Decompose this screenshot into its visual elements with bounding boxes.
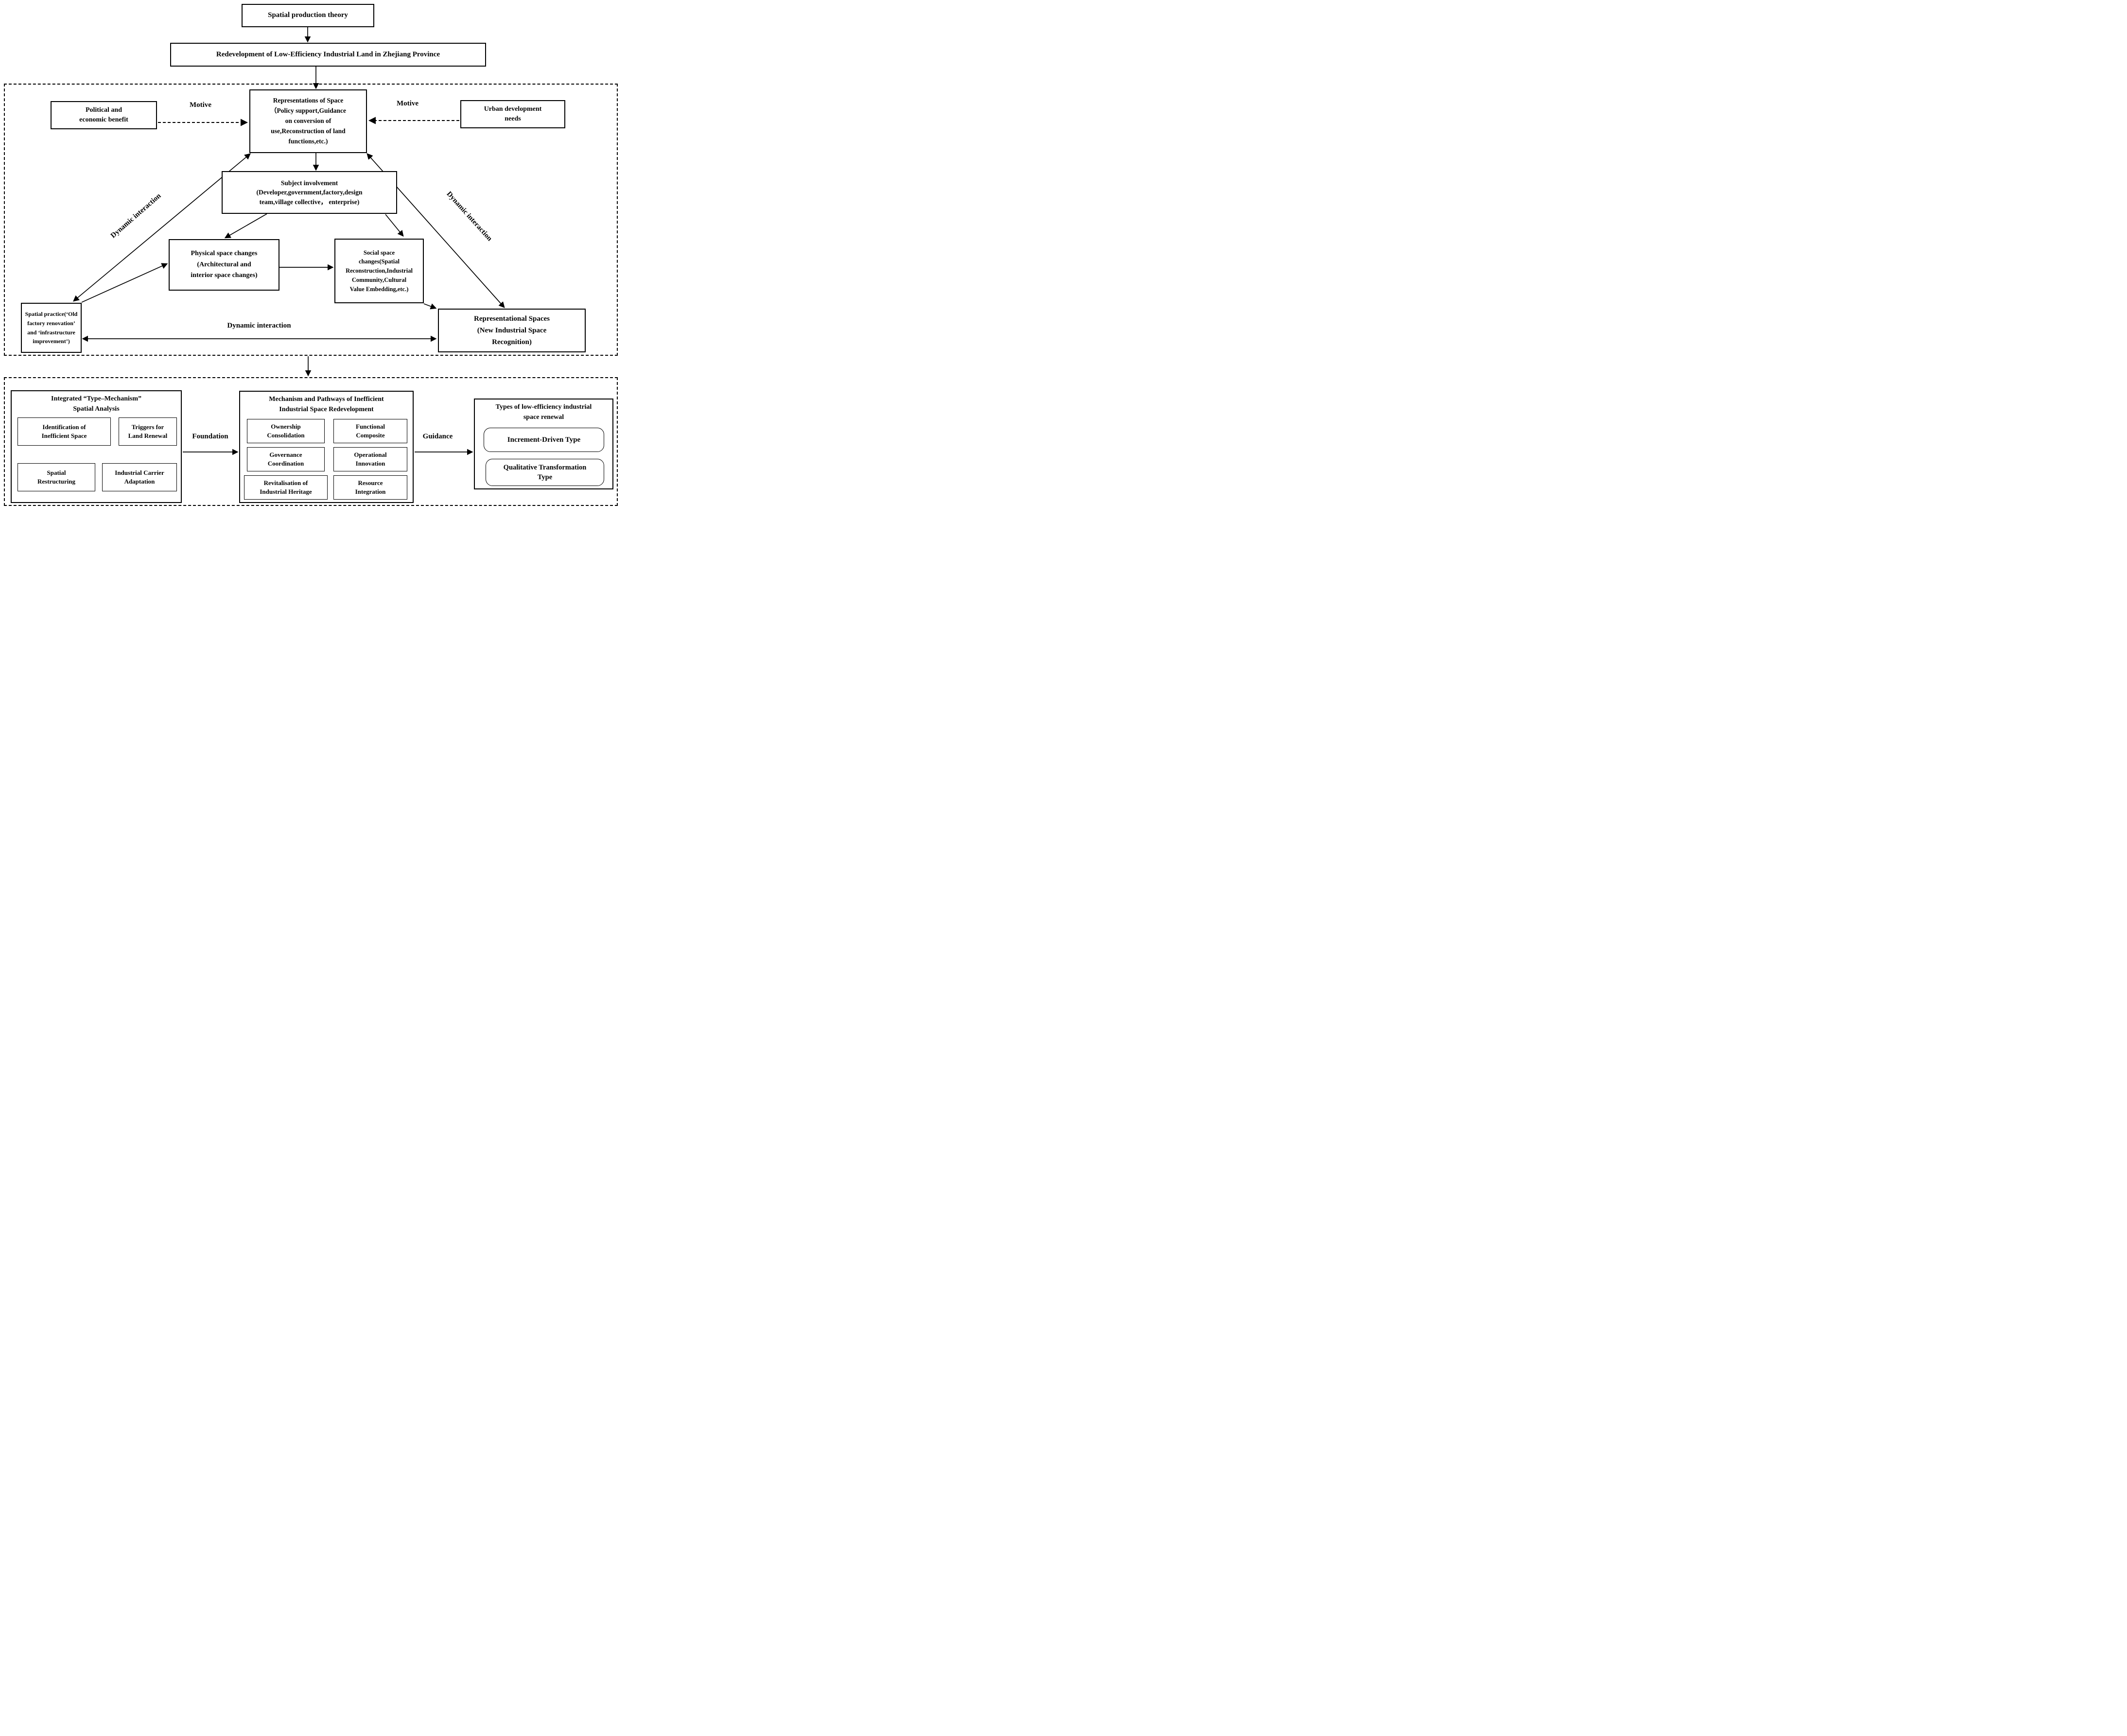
arrow-subject-to-physical bbox=[224, 213, 267, 239]
node-triggers-land-renewal: Triggers for Land Renewal bbox=[119, 417, 177, 446]
node-spatial-restructuring: Spatial Restructuring bbox=[17, 463, 95, 491]
container-analysis bbox=[4, 377, 618, 506]
node-increment-driven-type: Increment-Driven Type bbox=[484, 428, 604, 452]
node-political-economic-benefit: Political and economic benefit bbox=[51, 101, 157, 129]
node-redevelopment: Redevelopment of Low-Efficiency Industri… bbox=[170, 43, 486, 67]
node-governance-coordination: Governance Coordination bbox=[247, 447, 325, 471]
node-resource-integration: Resource Integration bbox=[333, 475, 407, 500]
node-representational-spaces: Representational Spaces (New Industrial … bbox=[438, 309, 586, 352]
node-spatial-production-theory: Spatial production theory bbox=[242, 4, 374, 27]
arrow-practice-to-physical bbox=[81, 263, 168, 303]
label-guidance: Guidance bbox=[422, 433, 453, 440]
node-revitalisation-industrial-heritage: Revitalisation of Industrial Heritage bbox=[244, 475, 328, 500]
container-production-of-space bbox=[4, 84, 618, 356]
node-spatial-practice: Spatial practice(‘Old factory renovation… bbox=[21, 303, 82, 353]
arrow-dynamic-interaction-left bbox=[73, 153, 251, 302]
node-functional-composite: Functional Composite bbox=[333, 419, 407, 443]
arrow-social-to-representational bbox=[423, 303, 437, 310]
node-subject-involvement: Subject involvement (Developer,governmen… bbox=[222, 171, 397, 214]
mechanism-pathways-title: Mechanism and Pathways of Inefficient In… bbox=[269, 396, 384, 413]
node-mechanism-pathways: Mechanism and Pathways of Inefficient In… bbox=[239, 391, 414, 503]
node-qualitative-transformation-type: Qualitative Transformation Type bbox=[486, 459, 604, 486]
renewal-types-title: Types of low-efficiency industrial space… bbox=[495, 403, 592, 421]
label-dynamic-interaction-center: Dynamic interaction bbox=[227, 322, 291, 330]
node-physical-space-changes: Physical space changes (Architectural an… bbox=[169, 239, 279, 291]
node-representations-of-space: Representations of Space （Policy support… bbox=[249, 89, 367, 153]
node-industrial-carrier-adaptation: Industrial Carrier Adaptation bbox=[102, 463, 177, 491]
label-foundation: Foundation bbox=[192, 433, 228, 440]
flow-diagram: Spatial production theory Redevelopment … bbox=[0, 0, 622, 508]
integrated-analysis-title: Integrated “Type–Mechanism” Spatial Anal… bbox=[51, 395, 141, 413]
node-social-space-changes: Social space changes(Spatial Reconstruct… bbox=[334, 239, 424, 303]
node-ownership-consolidation: Ownership Consolidation bbox=[247, 419, 325, 443]
node-renewal-types: Types of low-efficiency industrial space… bbox=[474, 399, 613, 489]
label-motive-right: Motive bbox=[397, 100, 418, 107]
arrow-subject-to-social bbox=[385, 214, 404, 237]
node-integrated-analysis: Integrated “Type–Mechanism” Spatial Anal… bbox=[11, 390, 182, 503]
node-urban-development-needs: Urban development needs bbox=[460, 100, 565, 128]
node-operational-innovation: Operational Innovation bbox=[333, 447, 407, 471]
diagram-arrows bbox=[73, 27, 505, 455]
label-motive-left: Motive bbox=[190, 101, 211, 109]
node-identification-inefficient-space: Identification of Inefficient Space bbox=[17, 417, 111, 446]
